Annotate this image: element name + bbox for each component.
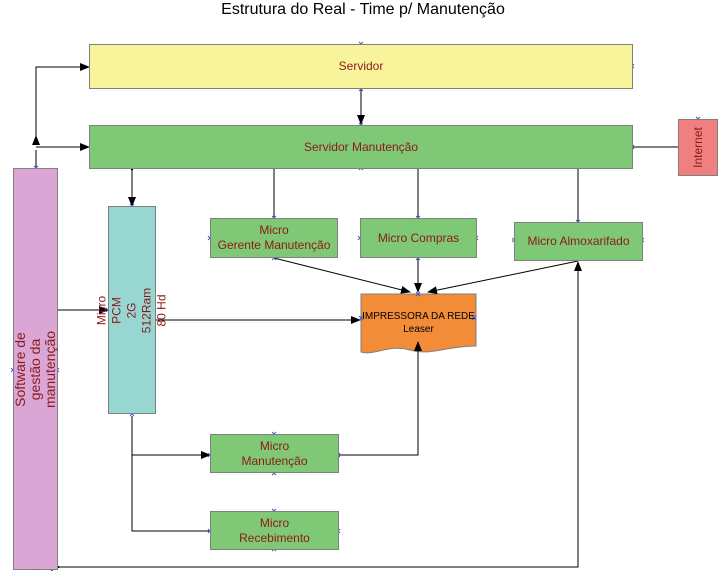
node-impressora[interactable]: IMPRESSORA DA REDE Leaser [361,294,476,344]
node-servidor-label: Servidor [338,59,384,73]
node-servidor-manutencao[interactable]: Servidor Manutenção [89,125,633,169]
node-internet[interactable]: Internet [678,119,718,176]
connector-gerente-printer [273,257,411,294]
node-internet-label: Internet [690,127,705,168]
node-software-gestao[interactable]: Software de gestão da manutenção [12,168,59,570]
diagram-title: Estrutura do Real - Time p/ Manutenção [221,1,505,18]
connector-almox-printer [427,260,579,295]
node-micro-gerente-label: Micro Gerente Manutenção [217,223,331,252]
node-micro-recebimento[interactable]: Micro Recebimento [210,511,339,550]
node-servidor-manutencao-label: Servidor Manutenção [303,139,419,154]
connector-left-loop [32,63,90,145]
connector-manutencao-printer [338,341,422,456]
node-micro-recebimento-label: Micro Recebimento [239,515,310,545]
node-micro-compras[interactable]: Micro Compras [360,218,477,258]
connector-bottom-loop [51,261,582,571]
node-micro-pcm-label: Micro PCM 2G 512Ram 80 Hd [94,287,169,333]
node-micro-almoxarifado[interactable]: Micro Almoxarifado [514,222,643,261]
node-micro-pcm[interactable]: Micro PCM 2G 512Ram 80 Hd [95,206,169,414]
node-micro-gerente[interactable]: Micro Gerente Manutenção [210,218,338,258]
node-micro-manutencao-label: Micro Manutenção [241,438,308,468]
node-software-gestao-label: Software de gestão da manutenção [12,330,59,408]
node-impressora-label: IMPRESSORA DA REDE Leaser [362,311,475,335]
node-micro-compras-label: Micro Compras [377,230,460,245]
node-micro-almoxarifado-label: Micro Almoxarifado [527,234,630,248]
connector-pcm-down [131,416,210,532]
node-micro-manutencao[interactable]: Micro Manutenção [210,434,339,473]
node-servidor[interactable]: Servidor [89,44,633,89]
